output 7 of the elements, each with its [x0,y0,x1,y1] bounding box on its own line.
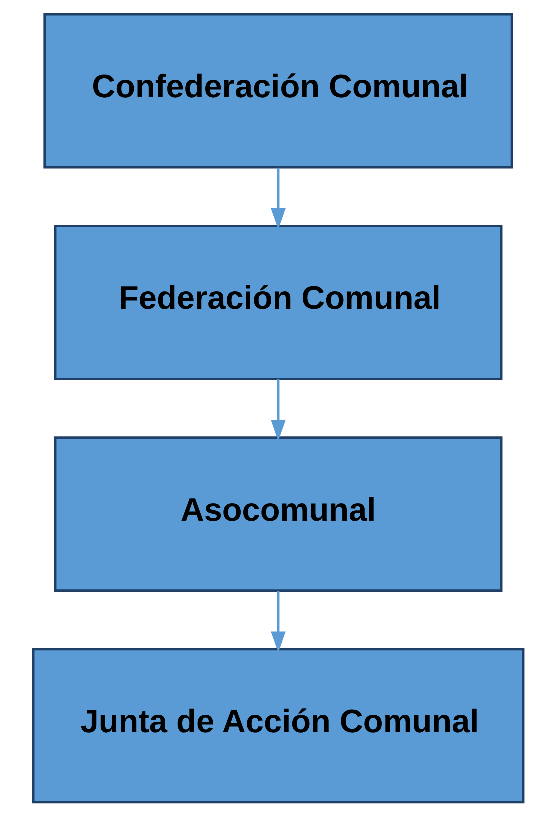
node-box: Federación Comunal [54,224,503,380]
arrow [271,168,286,230]
node-box: Junta de Acción Comunal [32,648,525,804]
node-box: Confederación Comunal [44,13,514,169]
arrow [271,591,286,653]
node-box: Asocomunal [54,436,503,592]
arrow [271,380,286,442]
